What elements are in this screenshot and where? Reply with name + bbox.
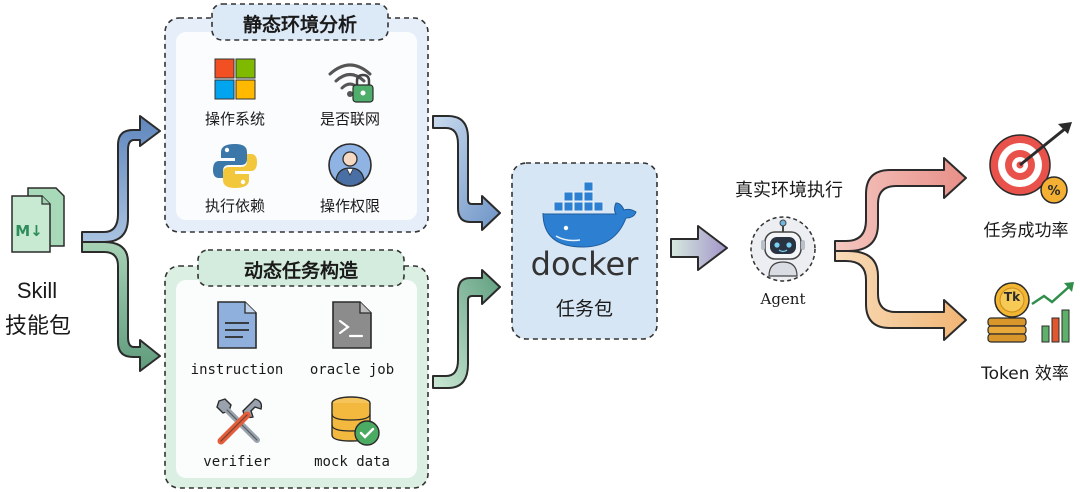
svg-text:%: %	[1047, 184, 1060, 199]
agent-label: Agent	[760, 290, 806, 308]
docker-wordmark: docker	[530, 245, 639, 283]
static-item-label: 是否联网	[319, 110, 380, 128]
static-item-label: 操作系统	[204, 110, 265, 128]
success-rate-label: 任务成功率	[983, 221, 1069, 241]
dynamic-item-label: verifier	[203, 454, 271, 470]
markdown-badge: M↓	[15, 222, 43, 240]
token-badge: Tk	[1003, 290, 1021, 304]
user-icon	[328, 143, 372, 187]
to-agent-arrow	[670, 225, 728, 271]
static-item-label: 执行依赖	[204, 197, 265, 215]
terminal-icon	[332, 301, 372, 349]
windows-icon	[214, 58, 256, 100]
target-icon: %	[989, 122, 1072, 204]
token-coin-icon	[987, 282, 1074, 343]
dynamic-item-label: instruction	[190, 362, 284, 378]
dynamic-item-label: oracle job	[309, 362, 395, 378]
dynamic-item-label: mock data	[314, 454, 390, 470]
skill-branch-arrows	[81, 115, 161, 372]
tools-icon	[216, 398, 263, 445]
agent-title: 真实环境执行	[735, 180, 843, 201]
token-efficiency-label: Token 效率	[981, 364, 1069, 384]
dynamic-panel-title: 动态任务构造	[243, 260, 358, 282]
skill-subtitle: 技能包	[4, 314, 71, 339]
static-panel-title: 静态环境分析	[242, 14, 357, 36]
wifi-lock-icon	[328, 63, 374, 103]
skill-title: Skill	[16, 278, 58, 303]
robot-icon	[750, 216, 816, 282]
to-docker-arrows	[432, 115, 501, 389]
markdown-file-icon	[11, 187, 65, 253]
output-branch-arrows	[834, 157, 967, 341]
docker-label: 任务包	[555, 298, 613, 320]
document-icon	[217, 301, 257, 349]
database-check-icon	[331, 396, 380, 446]
static-item-label: 操作权限	[319, 197, 380, 215]
docker-whale-icon	[542, 181, 637, 248]
python-icon	[213, 144, 257, 188]
